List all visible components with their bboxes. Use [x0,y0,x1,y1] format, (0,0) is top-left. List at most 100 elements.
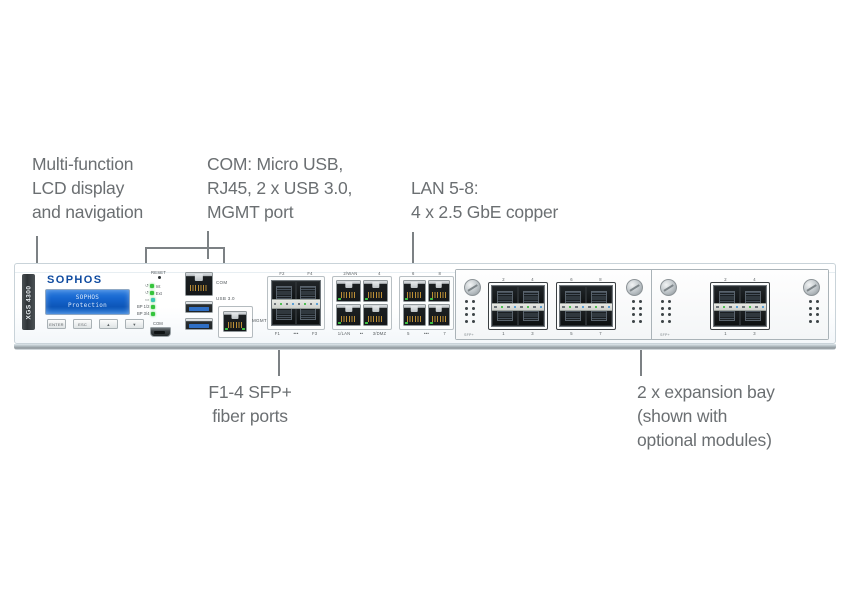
sfp-fiber-group: F2 F4 F1 ••• [267,271,325,336]
lan-port-3-dmz[interactable] [363,304,388,326]
mgmt-label: MGMT [252,318,267,323]
thumbscrew-icon[interactable] [626,279,643,296]
callout-com-ports: COM: Micro USB, RJ45, 2 x USB 3.0, MGMT … [207,154,353,222]
port-separator: ••• [424,330,429,336]
rj45-pins-icon [431,291,446,298]
leader-line-bays [640,350,642,376]
rj45-link-led [405,321,408,324]
port-label: F3 [311,330,318,336]
leader-line-lan [412,232,414,270]
sfp-top-labels: F2 F4 [268,271,324,276]
brand-logo: SOPHOS [47,274,103,286]
thumbscrew-icon[interactable] [660,279,677,296]
port-label: 2 [724,277,727,282]
port-label: 4 [531,277,534,282]
led-bp12 [151,304,155,309]
port-separator: ••• [293,330,299,336]
rj45-pins-icon [367,291,384,298]
lan-port-1-lan[interactable] [336,304,361,326]
port-label: 2/WAN [343,271,358,276]
lan-port-6[interactable] [403,280,426,302]
drive-symbol-icon: ▭ [145,297,150,302]
leader-line-com-left [145,247,147,269]
bay1-module-a: 2 4 [488,277,548,336]
rj45-tab-icon [344,306,353,312]
lan-port-5[interactable] [403,304,426,326]
copper-group-1: 2/WAN 4 [332,271,392,336]
lan-port-4[interactable] [363,280,388,302]
lcd-down-button[interactable]: ▼ [125,319,144,329]
lcd-line-2: Protection [67,302,108,309]
lcd-line-1: SOPHOS [75,294,100,301]
led-label-int: Int [155,283,161,289]
reset-label: RESET [151,270,166,275]
led-row-int: ↺ Int [145,283,160,289]
port-label: 3 [531,330,534,336]
led-int [150,284,155,288]
power-symbol-icon-2: ↺ [145,290,149,295]
micro-usb-port[interactable] [150,327,171,337]
sfp-led-strip [272,299,320,309]
port-label: 5 [407,330,410,336]
port-label: 4 [753,277,756,282]
sfp-led-icon [315,302,319,306]
port-label: 8 [438,271,442,276]
sfp-led-icon [285,302,289,306]
port-label: 3/DMZ [372,330,387,336]
leader-line-sfp [278,350,280,376]
mgmt-rj45-port[interactable] [223,311,247,332]
bay2-module-a: 2 4 [710,277,770,336]
bay2-module-tag: SFP+ [660,333,670,337]
rj45-link-led [225,327,228,330]
rj45-pins-icon [407,315,422,322]
sfp-led-icon [303,302,307,306]
bay1a-sfp-block [491,285,545,327]
rj45-pins-icon [340,315,357,322]
led-ext [150,291,155,295]
copper1-top-labels: 2/WAN 4 [333,271,391,276]
expansion-bay-1[interactable]: SFP+ 2 4 [456,270,652,339]
com-rj45-port[interactable] [185,272,213,296]
usb-label: USB 3.0 [216,296,235,301]
port-label: 7 [443,330,446,336]
rj45-act-led [242,327,245,330]
rj45-tab-icon [435,306,443,312]
expansion-bay-2[interactable]: SFP+ 2 4 [652,270,828,339]
mgmt-port-housing [218,306,253,338]
led-bp34 [151,311,155,316]
rj45-link-led [429,321,433,324]
bay1a-bottom-labels: 1 3 [489,331,547,336]
rj45-pins-icon [190,284,208,292]
port-label: F4 [307,271,313,276]
lan-port-7[interactable] [427,304,450,326]
leader-line-com-bracket [145,247,225,249]
usb-port-2[interactable] [185,318,213,330]
lcd-up-button[interactable]: ▲ [99,319,118,329]
sfp-bottom-labels: F1 ••• F3 [268,331,324,336]
vent-holes-icon [632,300,642,323]
rj45-link-led [338,321,341,324]
model-tab-label: XGS 4300 [25,285,32,319]
lan-port-8[interactable] [427,280,450,302]
led-label-bp34: BP 3/4 [137,311,150,316]
lcd-navigation-buttons: ENTER ESC ▲ ▼ [47,319,144,329]
bay1a-top-labels: 2 4 [489,277,547,282]
usb-port-1[interactable] [185,301,213,313]
vent-holes-icon [661,300,671,323]
lan-port-2-wan[interactable] [336,280,361,302]
bay1b-led-strip [560,302,612,312]
rj45-link-led [338,297,341,300]
copper-group-2: 6 8 [399,271,454,336]
rj45-pins-icon [227,322,243,328]
vent-holes-icon [465,300,475,323]
lcd-esc-button[interactable]: ESC [73,319,92,329]
lcd-enter-button[interactable]: ENTER [47,319,66,329]
model-tab: XGS 4300 [22,274,35,330]
device-chassis: XGS 4300 SOPHOS SOPHOS Protection ENTER … [14,263,836,344]
port-label: 1 [724,330,727,336]
reset-pinhole-icon[interactable] [158,276,161,279]
thumbscrew-icon[interactable] [803,279,820,296]
thumbscrew-icon[interactable] [464,279,481,296]
lcd-display: SOPHOS Protection [45,289,130,315]
port-label: 1/LAN [337,330,351,336]
